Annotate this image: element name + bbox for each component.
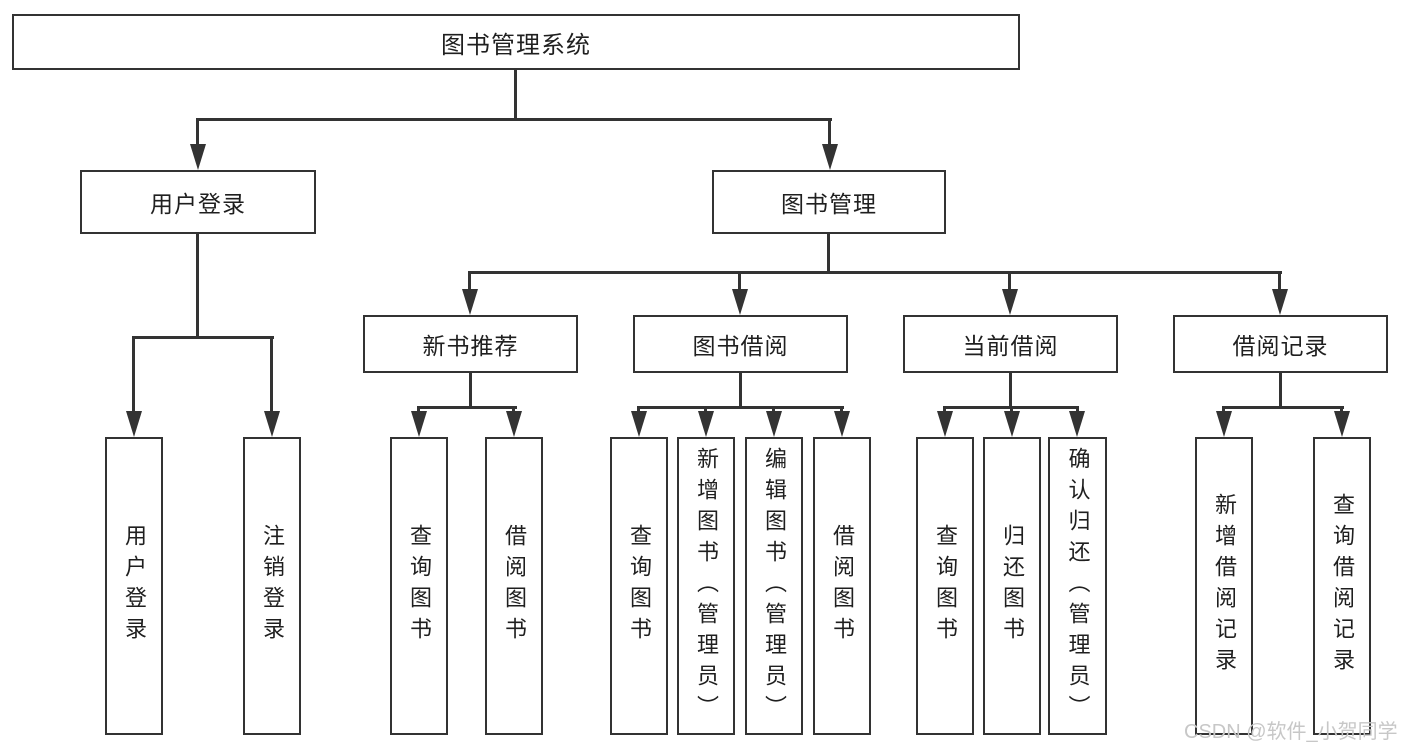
arrow-down-icon xyxy=(631,411,647,437)
arrow-down-icon xyxy=(264,411,280,437)
connector-line xyxy=(772,406,775,415)
arrow-down-icon xyxy=(1334,411,1350,437)
connector-line xyxy=(270,336,273,414)
node-label: 新书推荐 xyxy=(422,333,519,359)
node-current-borrowing: 当前借阅 xyxy=(903,315,1118,373)
node-label: 借阅记录 xyxy=(1232,333,1329,359)
node-label: 查询借阅记录 xyxy=(1330,493,1355,679)
node-label: 查询图书 xyxy=(627,524,652,648)
leaf-user-login: 用户登录 xyxy=(105,437,163,735)
connector-line xyxy=(1076,406,1079,415)
leaf-add-books-admin: 新增图书（管理员） xyxy=(677,437,735,735)
node-label: 用户登录 xyxy=(150,191,246,217)
node-label: 图书借阅 xyxy=(692,333,789,359)
connector-line xyxy=(637,406,844,409)
leaf-confirm-return-admin: 确认归还（管理员） xyxy=(1048,437,1107,735)
leaf-borrow-books-recommend: 借阅图书 xyxy=(485,437,543,735)
connector-line xyxy=(196,118,199,148)
connector-line xyxy=(196,234,199,339)
node-label: 编辑图书（管理员） xyxy=(762,446,787,726)
node-label: 查询图书 xyxy=(933,524,958,648)
connector-line xyxy=(1222,406,1225,415)
connector-line xyxy=(1008,271,1011,293)
arrow-down-icon xyxy=(462,289,478,315)
connector-line xyxy=(132,336,135,414)
connector-line xyxy=(637,406,640,415)
connector-line xyxy=(1222,406,1344,409)
node-borrowing-records: 借阅记录 xyxy=(1173,315,1388,373)
connector-line xyxy=(1340,406,1343,415)
arrow-down-icon xyxy=(834,411,850,437)
arrow-down-icon xyxy=(732,289,748,315)
node-book-management: 图书管理 xyxy=(712,170,946,234)
connector-line xyxy=(133,336,274,339)
node-library-management-system: 图书管理系统 xyxy=(12,14,1020,70)
leaf-logout: 注销登录 xyxy=(243,437,301,735)
arrow-down-icon xyxy=(1272,289,1288,315)
arrow-down-icon xyxy=(766,411,782,437)
node-label: 借阅图书 xyxy=(830,524,855,648)
connector-line xyxy=(418,406,517,409)
connector-line xyxy=(828,118,831,148)
node-new-book-recommendation: 新书推荐 xyxy=(363,315,578,373)
node-label: 查询图书 xyxy=(407,524,432,648)
arrow-down-icon xyxy=(937,411,953,437)
connector-line xyxy=(468,271,471,293)
arrow-down-icon xyxy=(126,411,142,437)
connector-line xyxy=(1010,406,1013,415)
connector-line xyxy=(943,406,946,415)
connector-line xyxy=(512,406,515,415)
node-user-login: 用户登录 xyxy=(80,170,316,234)
node-label: 图书管理系统 xyxy=(441,31,591,59)
leaf-query-books-current: 查询图书 xyxy=(916,437,974,735)
node-label: 归还图书 xyxy=(1000,524,1025,648)
connector-line xyxy=(840,406,843,415)
connector-line xyxy=(1278,271,1281,293)
connector-line xyxy=(514,70,517,121)
leaf-query-books-recommend: 查询图书 xyxy=(390,437,448,735)
node-label: 新增借阅记录 xyxy=(1212,493,1237,679)
node-book-borrowing: 图书借阅 xyxy=(633,315,848,373)
connector-line xyxy=(739,372,742,409)
node-label: 图书管理 xyxy=(781,191,877,217)
arrow-down-icon xyxy=(1002,289,1018,315)
leaf-return-books: 归还图书 xyxy=(983,437,1041,735)
connector-line xyxy=(469,372,472,409)
arrow-down-icon xyxy=(190,144,206,170)
connector-line xyxy=(827,233,830,273)
leaf-query-borrow-record: 查询借阅记录 xyxy=(1313,437,1371,735)
arrow-down-icon xyxy=(1069,411,1085,437)
node-label: 借阅图书 xyxy=(502,524,527,648)
arrow-down-icon xyxy=(1004,411,1020,437)
csdn-watermark: CSDN @软件_小贺同学 xyxy=(1184,721,1398,743)
node-label: 当前借阅 xyxy=(962,333,1059,359)
leaf-add-borrow-record: 新增借阅记录 xyxy=(1195,437,1253,735)
connector-line xyxy=(1279,372,1282,409)
arrow-down-icon xyxy=(822,144,838,170)
node-label: 确认归还（管理员） xyxy=(1065,446,1091,726)
connector-line xyxy=(704,406,707,415)
leaf-query-books-borrow: 查询图书 xyxy=(610,437,668,735)
node-label: 用户登录 xyxy=(122,524,147,648)
arrow-down-icon xyxy=(506,411,522,437)
connector-line xyxy=(417,406,420,415)
arrow-down-icon xyxy=(411,411,427,437)
node-label: 新增图书（管理员） xyxy=(694,446,719,726)
connector-line xyxy=(469,271,1282,274)
leaf-edit-books-admin: 编辑图书（管理员） xyxy=(745,437,803,735)
connector-line xyxy=(1009,372,1012,409)
node-label: 注销登录 xyxy=(260,524,285,648)
arrow-down-icon xyxy=(1216,411,1232,437)
leaf-borrow-books: 借阅图书 xyxy=(813,437,871,735)
connector-line xyxy=(196,118,832,121)
arrow-down-icon xyxy=(698,411,714,437)
connector-line xyxy=(738,271,741,293)
